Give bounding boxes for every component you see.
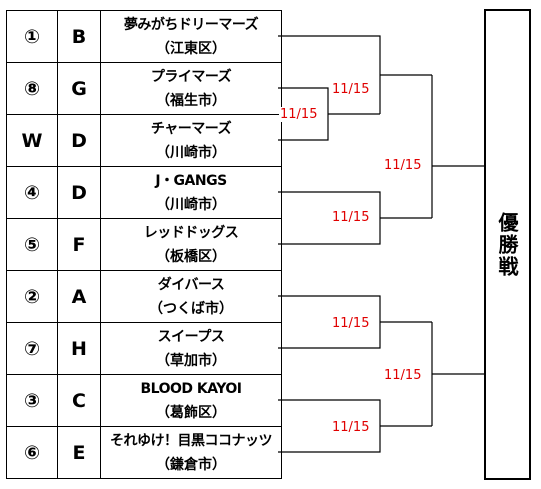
team-cell: ダイバース （つくば市） (100, 270, 282, 323)
team-name: 夢みがちドリーマーズ (123, 16, 259, 33)
date-semi-bottom: 11/15 (383, 368, 423, 383)
date-r1-lower-a: 11/15 (331, 316, 371, 331)
date-r1-mid: 11/15 (331, 210, 371, 225)
team-cell: BLOOD KAYOI （葛飾区） (100, 374, 282, 427)
team-city: （草加市） (156, 352, 226, 369)
team-city: （板橋区） (156, 248, 226, 265)
team-cell: プライマーズ （福生市） (100, 62, 282, 115)
team-group: F (57, 218, 101, 271)
team-name: J・GANGS (155, 172, 227, 189)
team-cell: J・GANGS （川崎市） (100, 166, 282, 219)
team-group: D (57, 166, 101, 219)
team-group: H (57, 322, 101, 375)
team-seed: ⑦ (6, 322, 58, 375)
team-seed: ⑥ (6, 426, 58, 479)
team-name: プライマーズ (150, 68, 232, 85)
team-name: ダイバース (157, 276, 225, 293)
date-play-in: 11/15 (279, 107, 319, 122)
team-seed: ⑤ (6, 218, 58, 271)
team-cell: チャーマーズ （川崎市） (100, 114, 282, 167)
team-city: （福生市） (156, 92, 226, 109)
team-name: スイープス (157, 328, 225, 345)
team-city: （川崎市） (156, 196, 226, 213)
team-group: E (57, 426, 101, 479)
date-semi-top: 11/15 (383, 158, 423, 173)
team-city: （葛飾区） (156, 404, 226, 421)
team-name: それゆけ！目黒ココナッツ (110, 432, 273, 449)
team-name: レッドドッグス (143, 224, 239, 241)
team-name: BLOOD KAYOI (140, 380, 242, 397)
team-city: （鎌倉市） (156, 456, 226, 473)
final-title: 優勝戦 (495, 211, 519, 278)
team-group: C (57, 374, 101, 427)
team-seed: ② (6, 270, 58, 323)
team-group: B (57, 10, 101, 63)
team-cell: スイープス （草加市） (100, 322, 282, 375)
team-group: A (57, 270, 101, 323)
team-city: （江東区） (156, 40, 226, 57)
team-cell: それゆけ！目黒ココナッツ （鎌倉市） (100, 426, 282, 479)
date-r1-lower-b: 11/15 (331, 420, 371, 435)
team-seed: W (6, 114, 58, 167)
line-r1-top (278, 35, 381, 114)
team-cell: レッドドッグス （板橋区） (100, 218, 282, 271)
team-city: （つくば市） (149, 300, 233, 317)
team-city: （川崎市） (156, 144, 226, 161)
team-seed: ① (6, 10, 58, 63)
team-name: チャーマーズ (150, 120, 232, 137)
date-r1-top: 11/15 (331, 82, 371, 97)
final-box: 優勝戦 (484, 9, 531, 480)
